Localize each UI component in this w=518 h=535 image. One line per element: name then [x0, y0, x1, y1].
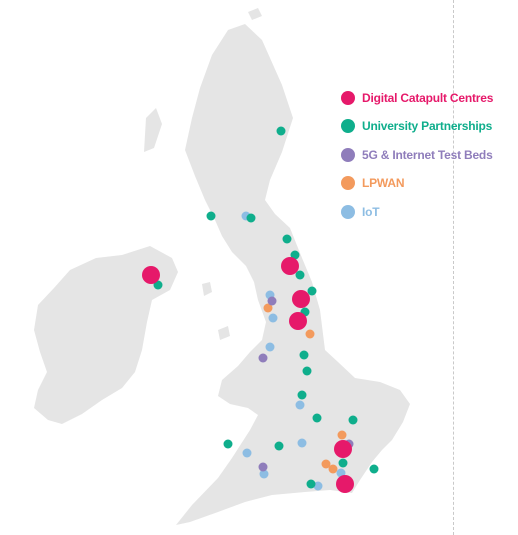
legend-dot-iot: [341, 204, 355, 219]
site-lpwan-surrey: [321, 459, 331, 469]
legend-item-iot: IoT: [341, 202, 518, 221]
legend-label-university: University Partnerships: [362, 119, 493, 133]
site-lpwan-lancaster: [263, 303, 273, 313]
legend-dot-testbed: [341, 147, 355, 162]
site-university-nottingham: [302, 366, 312, 376]
ireland-shape: [34, 246, 178, 424]
site-iot-birmingham: [295, 400, 305, 410]
site-university-coventry: [312, 413, 322, 423]
western-isles-shape: [144, 108, 162, 152]
site-university-leicester: [297, 390, 307, 400]
site-iot-manchester: [268, 313, 278, 323]
site-university-cardiff: [223, 439, 233, 449]
site-catapult-sunderland: [292, 290, 310, 308]
site-university-sheffield: [299, 350, 309, 360]
site-lpwan-london: [337, 430, 347, 440]
legend-label-iot: IoT: [362, 204, 380, 219]
uk-landmass: [34, 8, 410, 525]
legend-label-lpwan: LPWAN: [362, 176, 405, 190]
site-catapult-bradford: [289, 312, 307, 330]
site-university-durham: [290, 250, 300, 260]
legend-dot-university: [341, 119, 355, 133]
site-university-newcastle: [282, 234, 292, 244]
site-iot-southampton: [313, 481, 323, 491]
site-university-cambridge: [348, 415, 358, 425]
site-lpwan-leeds: [305, 329, 315, 339]
site-university-belfast: [153, 280, 163, 290]
site-testbed-bristol: [258, 462, 268, 472]
legend-label-testbed: 5G & Internet Test Beds: [362, 147, 493, 162]
site-iot-liverpool: [265, 342, 275, 352]
site-university-aberdeen: [276, 126, 286, 136]
legend-dot-catapult: [341, 90, 355, 105]
anglesey-shape: [218, 326, 230, 340]
legend-item-university: University Partnerships: [341, 117, 518, 136]
site-catapult-belfast: [142, 266, 160, 284]
site-university-london: [338, 458, 348, 468]
legend-item-lpwan: LPWAN: [341, 174, 518, 193]
orkney-shape: [248, 8, 262, 20]
site-iot-bristol: [259, 469, 269, 479]
site-catapult-brighton: [336, 475, 354, 493]
isle-of-man-shape: [202, 282, 212, 296]
site-university-glasgow: [206, 211, 216, 221]
site-iot-milton-keynes: [297, 438, 307, 448]
great-britain-shape: [176, 24, 410, 525]
site-catapult-newcastle: [281, 257, 299, 275]
site-testbed-manchester: [258, 353, 268, 363]
map-sites: [142, 126, 379, 493]
legend-label-catapult: Digital Catapult Centres: [362, 90, 494, 105]
legend-item-testbed: 5G & Internet Test Beds: [341, 145, 518, 164]
legend-item-catapult: Digital Catapult Centres: [341, 88, 518, 107]
site-lpwan-reading: [328, 464, 338, 474]
divider-line: [453, 0, 454, 535]
legend: Digital Catapult Centres University Part…: [341, 88, 518, 231]
site-university-southampton: [306, 479, 316, 489]
site-catapult-london: [334, 440, 352, 458]
site-university-bristol: [274, 441, 284, 451]
site-testbed-lancaster: [267, 296, 277, 306]
legend-dot-lpwan: [341, 176, 355, 190]
site-university-edinburgh: [246, 213, 256, 223]
site-university-york: [307, 286, 317, 296]
site-university-kent: [369, 464, 379, 474]
site-iot-oxford: [242, 448, 252, 458]
site-university-teesside: [295, 270, 305, 280]
